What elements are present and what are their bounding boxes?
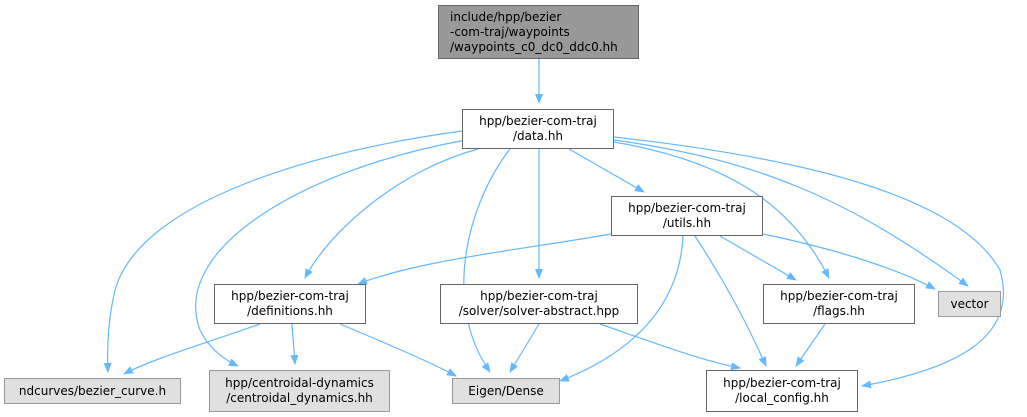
edge-data-to-ndcurves <box>103 130 463 373</box>
node-label-line: /waypoints_c0_dc0_ddc0.hh <box>450 39 618 54</box>
node-utils[interactable]: hpp/bezier-com-traj/utils.hh <box>611 196 763 236</box>
node-label-line: hpp/bezier-com-traj <box>480 289 598 303</box>
edge-data-to-localconfig <box>613 136 1005 389</box>
node-label-line: hpp/bezier-com-traj <box>628 201 746 215</box>
node-label-line: /flags.hh <box>813 304 865 318</box>
node-label-line: vector <box>950 296 989 311</box>
edge-utils-to-eigen <box>559 235 684 382</box>
node-root[interactable]: include/hpp/bezier-com-traj/waypoints/wa… <box>438 5 639 59</box>
node-centroidal[interactable]: hpp/centroidal-dynamics/centroidal_dynam… <box>209 370 390 412</box>
node-label-line: hpp/bezier-com-traj <box>231 289 349 303</box>
node-vector[interactable]: vector <box>938 291 1001 317</box>
node-label-line: hpp/bezier-com-traj <box>780 289 898 303</box>
node-label-line: /centroidal_dynamics.hh <box>226 391 373 405</box>
node-eigen[interactable]: Eigen/Dense <box>452 378 560 404</box>
node-definitions[interactable]: hpp/bezier-com-traj/definitions.hh <box>214 284 366 324</box>
edge-definitions-to-ndcurves <box>123 323 261 375</box>
node-label-line: -com-traj/waypoints <box>450 24 570 39</box>
node-flags[interactable]: hpp/bezier-com-traj/flags.hh <box>763 284 915 324</box>
edge-flags-to-localconfig <box>795 323 826 367</box>
node-data[interactable]: hpp/bezier-com-traj/data.hh <box>462 109 614 149</box>
edge-data-to-vector <box>613 139 969 287</box>
node-label-line: /utils.hh <box>662 216 712 230</box>
edge-solver-to-localconfig <box>599 323 741 371</box>
edge-solver-to-eigen <box>509 323 540 373</box>
node-solver[interactable]: hpp/bezier-com-traj/solver/solver-abstra… <box>440 284 638 324</box>
edge-utils-to-localconfig <box>694 235 767 367</box>
edge-data-to-utils <box>568 148 645 193</box>
edge-data-to-centroidal <box>195 139 467 367</box>
node-localconfig[interactable]: hpp/bezier-com-traj/local_config.hh <box>706 370 858 412</box>
node-label-line: hpp/bezier-com-traj <box>723 376 841 390</box>
edge-utils-to-flags <box>719 235 797 281</box>
edge-data-to-eigen <box>463 148 511 373</box>
node-label-line: /definitions.hh <box>247 304 333 318</box>
node-label-line: Eigen/Dense <box>468 383 544 398</box>
edge-definitions-to-eigen <box>339 323 457 377</box>
edge-utils-to-definitions <box>357 233 612 285</box>
node-label-line: /solver/solver-abstract.hpp <box>458 304 620 318</box>
node-label-line: /data.hh <box>512 129 564 143</box>
node-label-line: include/hpp/bezier <box>450 9 562 24</box>
node-label-line: hpp/centroidal-dynamics <box>225 376 374 390</box>
node-label-line: ndcurves/bezier_curve.h <box>18 383 167 398</box>
node-label-line: hpp/bezier-com-traj <box>479 114 597 128</box>
node-label-line: /local_config.hh <box>735 391 829 405</box>
edge-layer <box>103 59 1005 389</box>
edge-definitions-to-centroidal <box>290 323 299 365</box>
edge-data-to-definitions <box>304 148 479 279</box>
edge-utils-to-vector <box>762 233 936 290</box>
edge-data-to-flags <box>613 141 830 279</box>
node-ndcurves[interactable]: ndcurves/bezier_curve.h <box>4 378 181 404</box>
